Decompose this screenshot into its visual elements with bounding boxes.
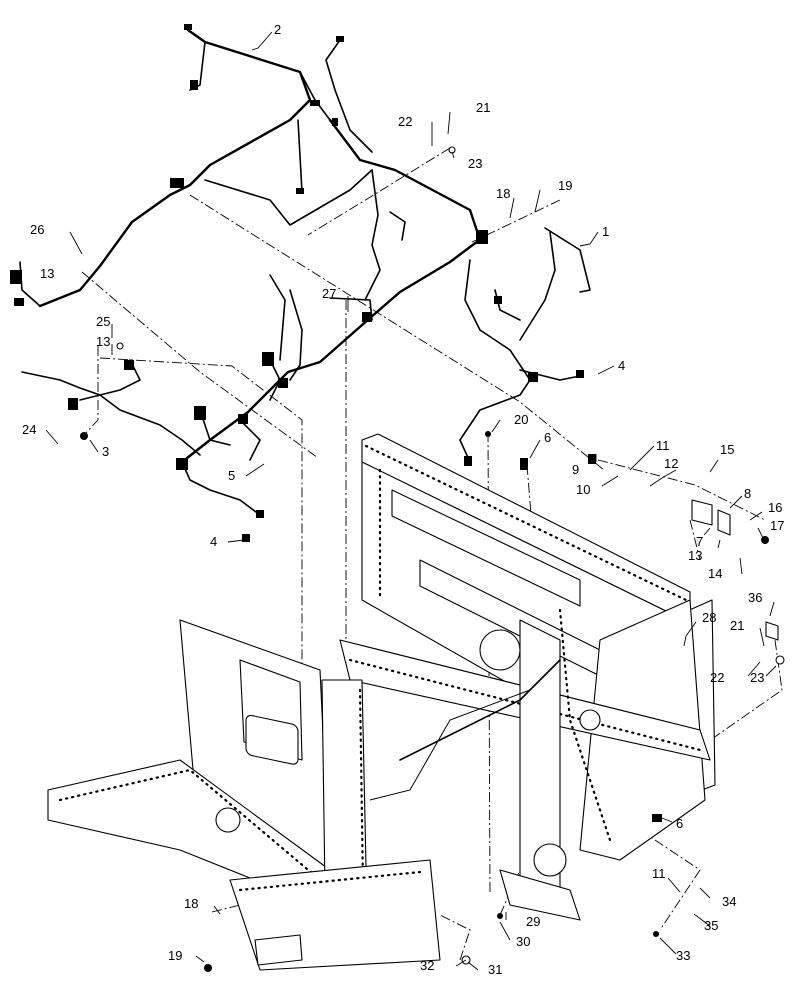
callout-18: 18 — [496, 186, 510, 201]
callout-34: 34 — [722, 894, 736, 909]
callout-5: 5 — [228, 468, 235, 483]
callout-22: 22 — [398, 114, 412, 129]
hardware-parts — [80, 146, 785, 972]
harness-2 — [19, 28, 591, 516]
callout-22: 22 — [710, 670, 724, 685]
callout-13: 13 — [96, 334, 110, 349]
callout-3: 3 — [102, 444, 109, 459]
callout-17: 17 — [770, 518, 784, 533]
callout-29: 29 — [526, 914, 540, 929]
callout-1: 1 — [602, 224, 609, 239]
callout-2: 2 — [274, 22, 281, 37]
callout-35: 35 — [704, 918, 718, 933]
callout-10: 10 — [576, 482, 590, 497]
callout-36: 36 — [748, 590, 762, 605]
callout-12: 12 — [664, 456, 678, 471]
callout-33: 33 — [676, 948, 690, 963]
callout-15: 15 — [720, 442, 734, 457]
callout-11: 11 — [652, 866, 666, 881]
callout-8: 8 — [744, 486, 751, 501]
callout-21: 21 — [730, 618, 744, 633]
leader-lines — [45, 31, 777, 971]
chassis-frame — [47, 433, 716, 971]
callout-11: 11 — [656, 438, 670, 453]
callout-24: 24 — [22, 422, 36, 437]
callout-13: 13 — [40, 266, 54, 281]
callout-18: 18 — [184, 896, 198, 911]
callout-20: 20 — [514, 412, 528, 427]
callout-16: 16 — [768, 500, 782, 515]
callout-13: 13 — [688, 548, 702, 563]
callout-4: 4 — [618, 358, 625, 373]
connectors — [10, 24, 662, 822]
callout-7: 7 — [696, 534, 703, 549]
callout-6: 6 — [544, 430, 551, 445]
callout-25: 25 — [96, 314, 110, 329]
callout-26: 26 — [30, 222, 44, 237]
callout-19: 19 — [168, 948, 182, 963]
callout-28: 28 — [702, 610, 716, 625]
callout-21: 21 — [476, 100, 490, 115]
callout-23: 23 — [750, 670, 764, 685]
callout-23: 23 — [468, 156, 482, 171]
callout-31: 31 — [488, 962, 502, 977]
callout-9: 9 — [572, 462, 579, 477]
callout-labels: 2 1 22 21 23 18 19 26 13 27 25 13 4 20 6… — [22, 22, 784, 977]
callout-32: 32 — [420, 958, 434, 973]
callout-6: 6 — [676, 816, 683, 831]
callout-14: 14 — [708, 566, 722, 581]
callout-19: 19 — [558, 178, 572, 193]
callout-4: 4 — [210, 534, 217, 549]
callout-30: 30 — [516, 934, 530, 949]
callout-27: 27 — [322, 286, 336, 301]
